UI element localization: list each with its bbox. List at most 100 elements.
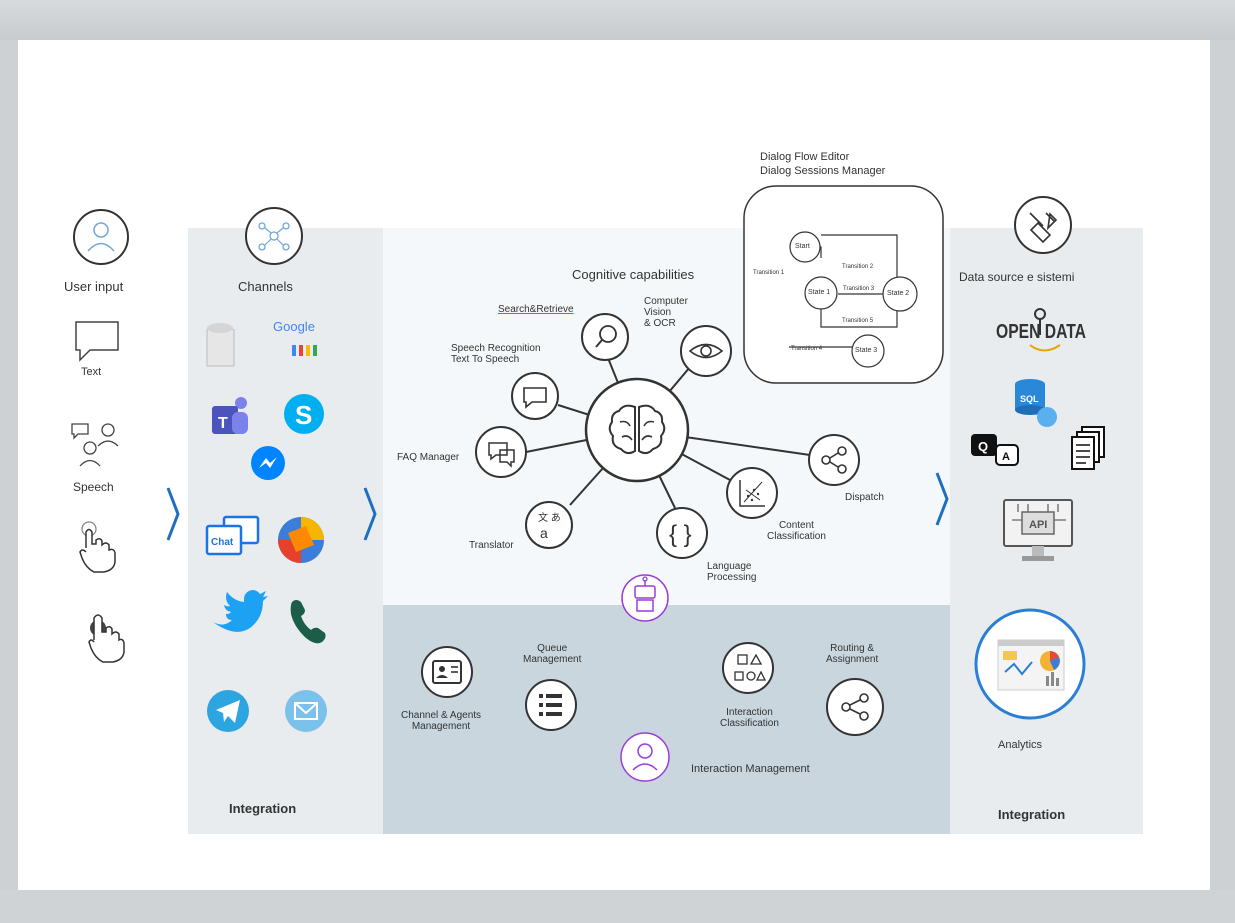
state-1 [804, 276, 838, 310]
dialog-title-2: Dialog Sessions Manager [760, 165, 886, 177]
skype-icon: S [284, 394, 324, 434]
analytics-dashboard-icon [997, 639, 1065, 691]
frame-top [0, 0, 1235, 40]
share-icon [821, 446, 847, 474]
frame-bottom [0, 890, 1235, 923]
interaction-class-label: Interaction Classification [720, 707, 779, 729]
queue-label: Queue Management [523, 643, 582, 665]
svg-text:T: T [218, 415, 228, 432]
transition-5-label: Transition 5 [842, 318, 874, 324]
eye-icon [688, 343, 724, 359]
api-label: API [1029, 519, 1047, 531]
queue-node [525, 679, 577, 731]
state-2-label: State 2 [887, 290, 910, 297]
language-node: { } [656, 507, 708, 559]
brain-icon [608, 404, 666, 455]
plug-icon [1014, 196, 1072, 254]
transition-3-label: Transition 3 [843, 286, 875, 292]
state-3-label: State 3 [855, 347, 878, 354]
translator-node: 文 あ a [525, 501, 573, 549]
routing-label: Routing & Assignment [826, 643, 879, 665]
open-data-logo: OPEN DATA [996, 308, 1086, 352]
documents-icon [1071, 426, 1105, 470]
google-assistant-icon [292, 345, 317, 356]
chevron-right-icon [935, 472, 949, 526]
data-source-footer: Integration [998, 807, 1066, 822]
speech-input-label: Speech [73, 480, 114, 494]
robot-icon [634, 576, 656, 612]
interaction-class-node [722, 642, 774, 694]
dialog-flow-lines [789, 234, 898, 348]
sql-label: SQL [1020, 394, 1039, 404]
twitter-icon [213, 590, 268, 632]
svg-text:Chat: Chat [211, 537, 234, 548]
colorful-globe-icon [278, 517, 324, 563]
speech-bubble-icon [523, 387, 547, 409]
svg-text:A: A [1002, 451, 1010, 463]
text-input-label: Text [81, 366, 102, 378]
bot-node [621, 574, 669, 622]
channels-footer: Integration [229, 801, 297, 816]
content-node [726, 467, 778, 519]
speech-node [511, 372, 559, 420]
api-monitor-icon: API [1003, 499, 1073, 561]
interaction-mgmt-label: Interaction Management [691, 763, 810, 775]
data-source-title: Data source e sistemi [959, 270, 1075, 284]
channels-title: Channels [238, 279, 293, 294]
transition-4-label: Transition 4 [791, 346, 823, 352]
share-icon [841, 693, 869, 721]
google-logo-text: Google [273, 319, 315, 334]
touch-hand-icon [79, 521, 116, 573]
scatter-chart-icon [739, 480, 765, 507]
transition-2-label: Transition 2 [842, 264, 874, 270]
network-icon [245, 207, 303, 265]
frame-right [1210, 40, 1235, 923]
dispatch-label: Dispatch [845, 492, 884, 503]
contact-card-icon [432, 660, 462, 684]
dispatch-node [808, 434, 860, 486]
list-icon [539, 694, 562, 716]
svg-text:a: a [540, 525, 548, 541]
cognitive-title: Cognitive capabilities [572, 267, 695, 282]
routing-node [826, 678, 884, 736]
svg-text:S: S [295, 400, 312, 430]
braces-icon: { } [669, 521, 692, 548]
messenger-icon [251, 446, 285, 480]
user-icon [632, 743, 658, 771]
channel-agents-label: Channel & Agents Management [401, 710, 482, 732]
chat-bubble-icon [75, 321, 119, 362]
teams-icon: T [212, 397, 248, 434]
analytics-node [974, 608, 1086, 720]
speech-label: Speech Recognition Text To Speech [451, 343, 541, 365]
telegram-icon [207, 690, 249, 732]
state-2 [882, 276, 918, 312]
chevron-right-icon [166, 487, 180, 541]
user-input-title: User input [64, 279, 124, 294]
language-label: Language Processing [707, 561, 757, 583]
tap-hand-icon [88, 614, 125, 663]
faq-label: FAQ Manager [397, 452, 460, 463]
chevron-right-icon [363, 487, 377, 541]
vision-label: Computer Vision & OCR [644, 296, 688, 329]
search-node [581, 313, 629, 361]
analytics-label: Analytics [998, 739, 1043, 751]
transition-1-label: Transition 1 [753, 270, 785, 276]
smart-speaker-icon [206, 323, 235, 367]
state-3 [851, 334, 885, 368]
user-icon [73, 209, 129, 265]
frame-left [0, 40, 18, 923]
faq-node [475, 426, 527, 478]
brain-node [584, 377, 690, 483]
translator-label: Translator [469, 540, 514, 551]
svg-text:Q: Q [978, 439, 988, 454]
content-label: Content Classification [767, 520, 826, 542]
email-icon [285, 690, 327, 732]
faq-bubbles-icon [488, 442, 508, 461]
state-1-label: State 1 [808, 289, 831, 296]
speech-people-icon [71, 423, 119, 467]
search-icon [599, 325, 617, 343]
state-start [789, 231, 821, 263]
state-start-label: Start [795, 243, 810, 250]
